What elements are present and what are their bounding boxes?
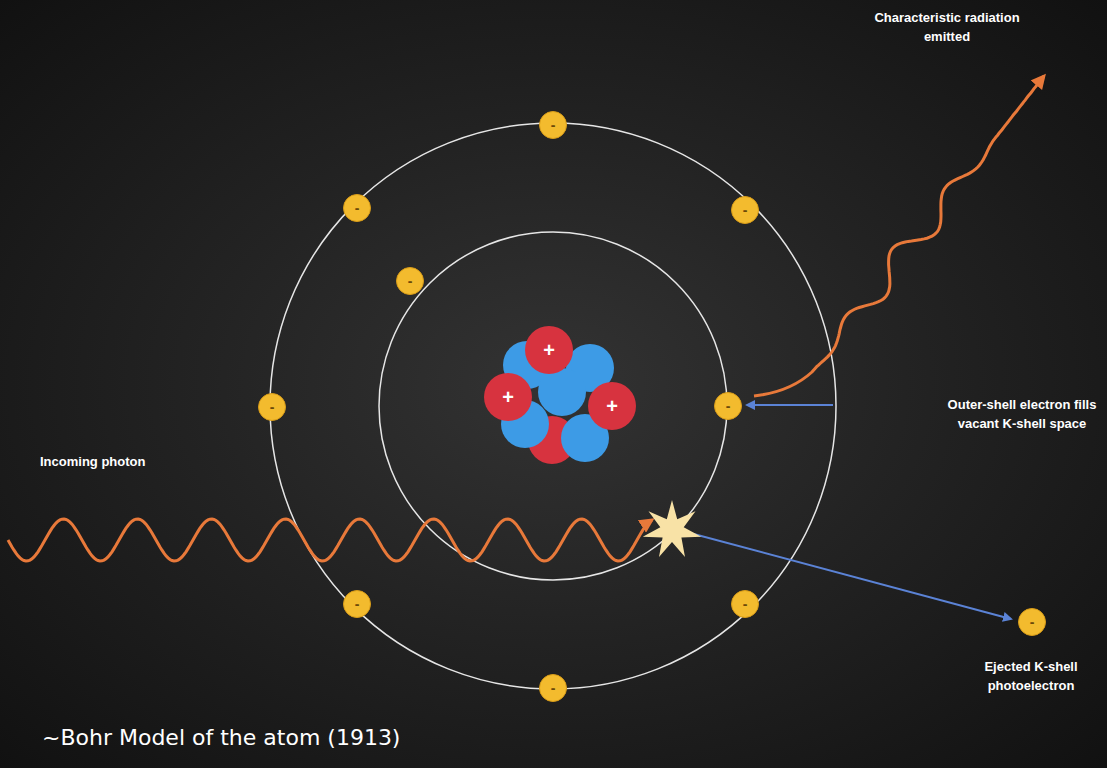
charge-minus: - [743, 203, 748, 217]
electron: - [343, 194, 371, 222]
callout-label: Outer-shell electron fills vacant K-shel… [942, 395, 1102, 433]
electron: - [396, 267, 424, 295]
caption: ~Bohr Model of the atom (1913) [42, 724, 400, 752]
incoming-photon-wave [8, 519, 652, 561]
electron: - [731, 196, 759, 224]
electron: - [258, 393, 286, 421]
neutron [538, 368, 586, 416]
charge-minus: - [408, 274, 413, 288]
charge-minus: - [355, 597, 360, 611]
proton: + [484, 373, 532, 421]
electron: - [1018, 608, 1046, 636]
outer-shell [270, 123, 836, 689]
fill-arrow [747, 404, 833, 406]
proton: + [525, 326, 573, 374]
callout-label: Ejected K-shell photoelectron [978, 657, 1084, 695]
charge-plus: + [543, 340, 555, 360]
callout-label: Incoming photon [40, 452, 240, 471]
collision-star [643, 500, 701, 557]
electron: - [539, 674, 567, 702]
charge-minus: - [743, 597, 748, 611]
characteristic-radiation-wave [754, 76, 1044, 396]
charge-minus: - [551, 118, 556, 132]
charge-plus: + [606, 396, 618, 416]
charge-minus: - [551, 681, 556, 695]
electron: - [539, 111, 567, 139]
callout-label: Characteristic radiation emitted [862, 8, 1032, 46]
charge-minus: - [355, 201, 360, 215]
charge-minus: - [270, 400, 275, 414]
electron: - [714, 392, 742, 420]
electron: - [343, 590, 371, 618]
charge-minus: - [726, 399, 731, 413]
charge-minus: - [1030, 615, 1035, 629]
charge-plus: + [502, 387, 514, 407]
electron: - [731, 590, 759, 618]
inner-shell [379, 232, 727, 580]
proton: + [588, 382, 636, 430]
ejection-arrow [690, 533, 1011, 619]
